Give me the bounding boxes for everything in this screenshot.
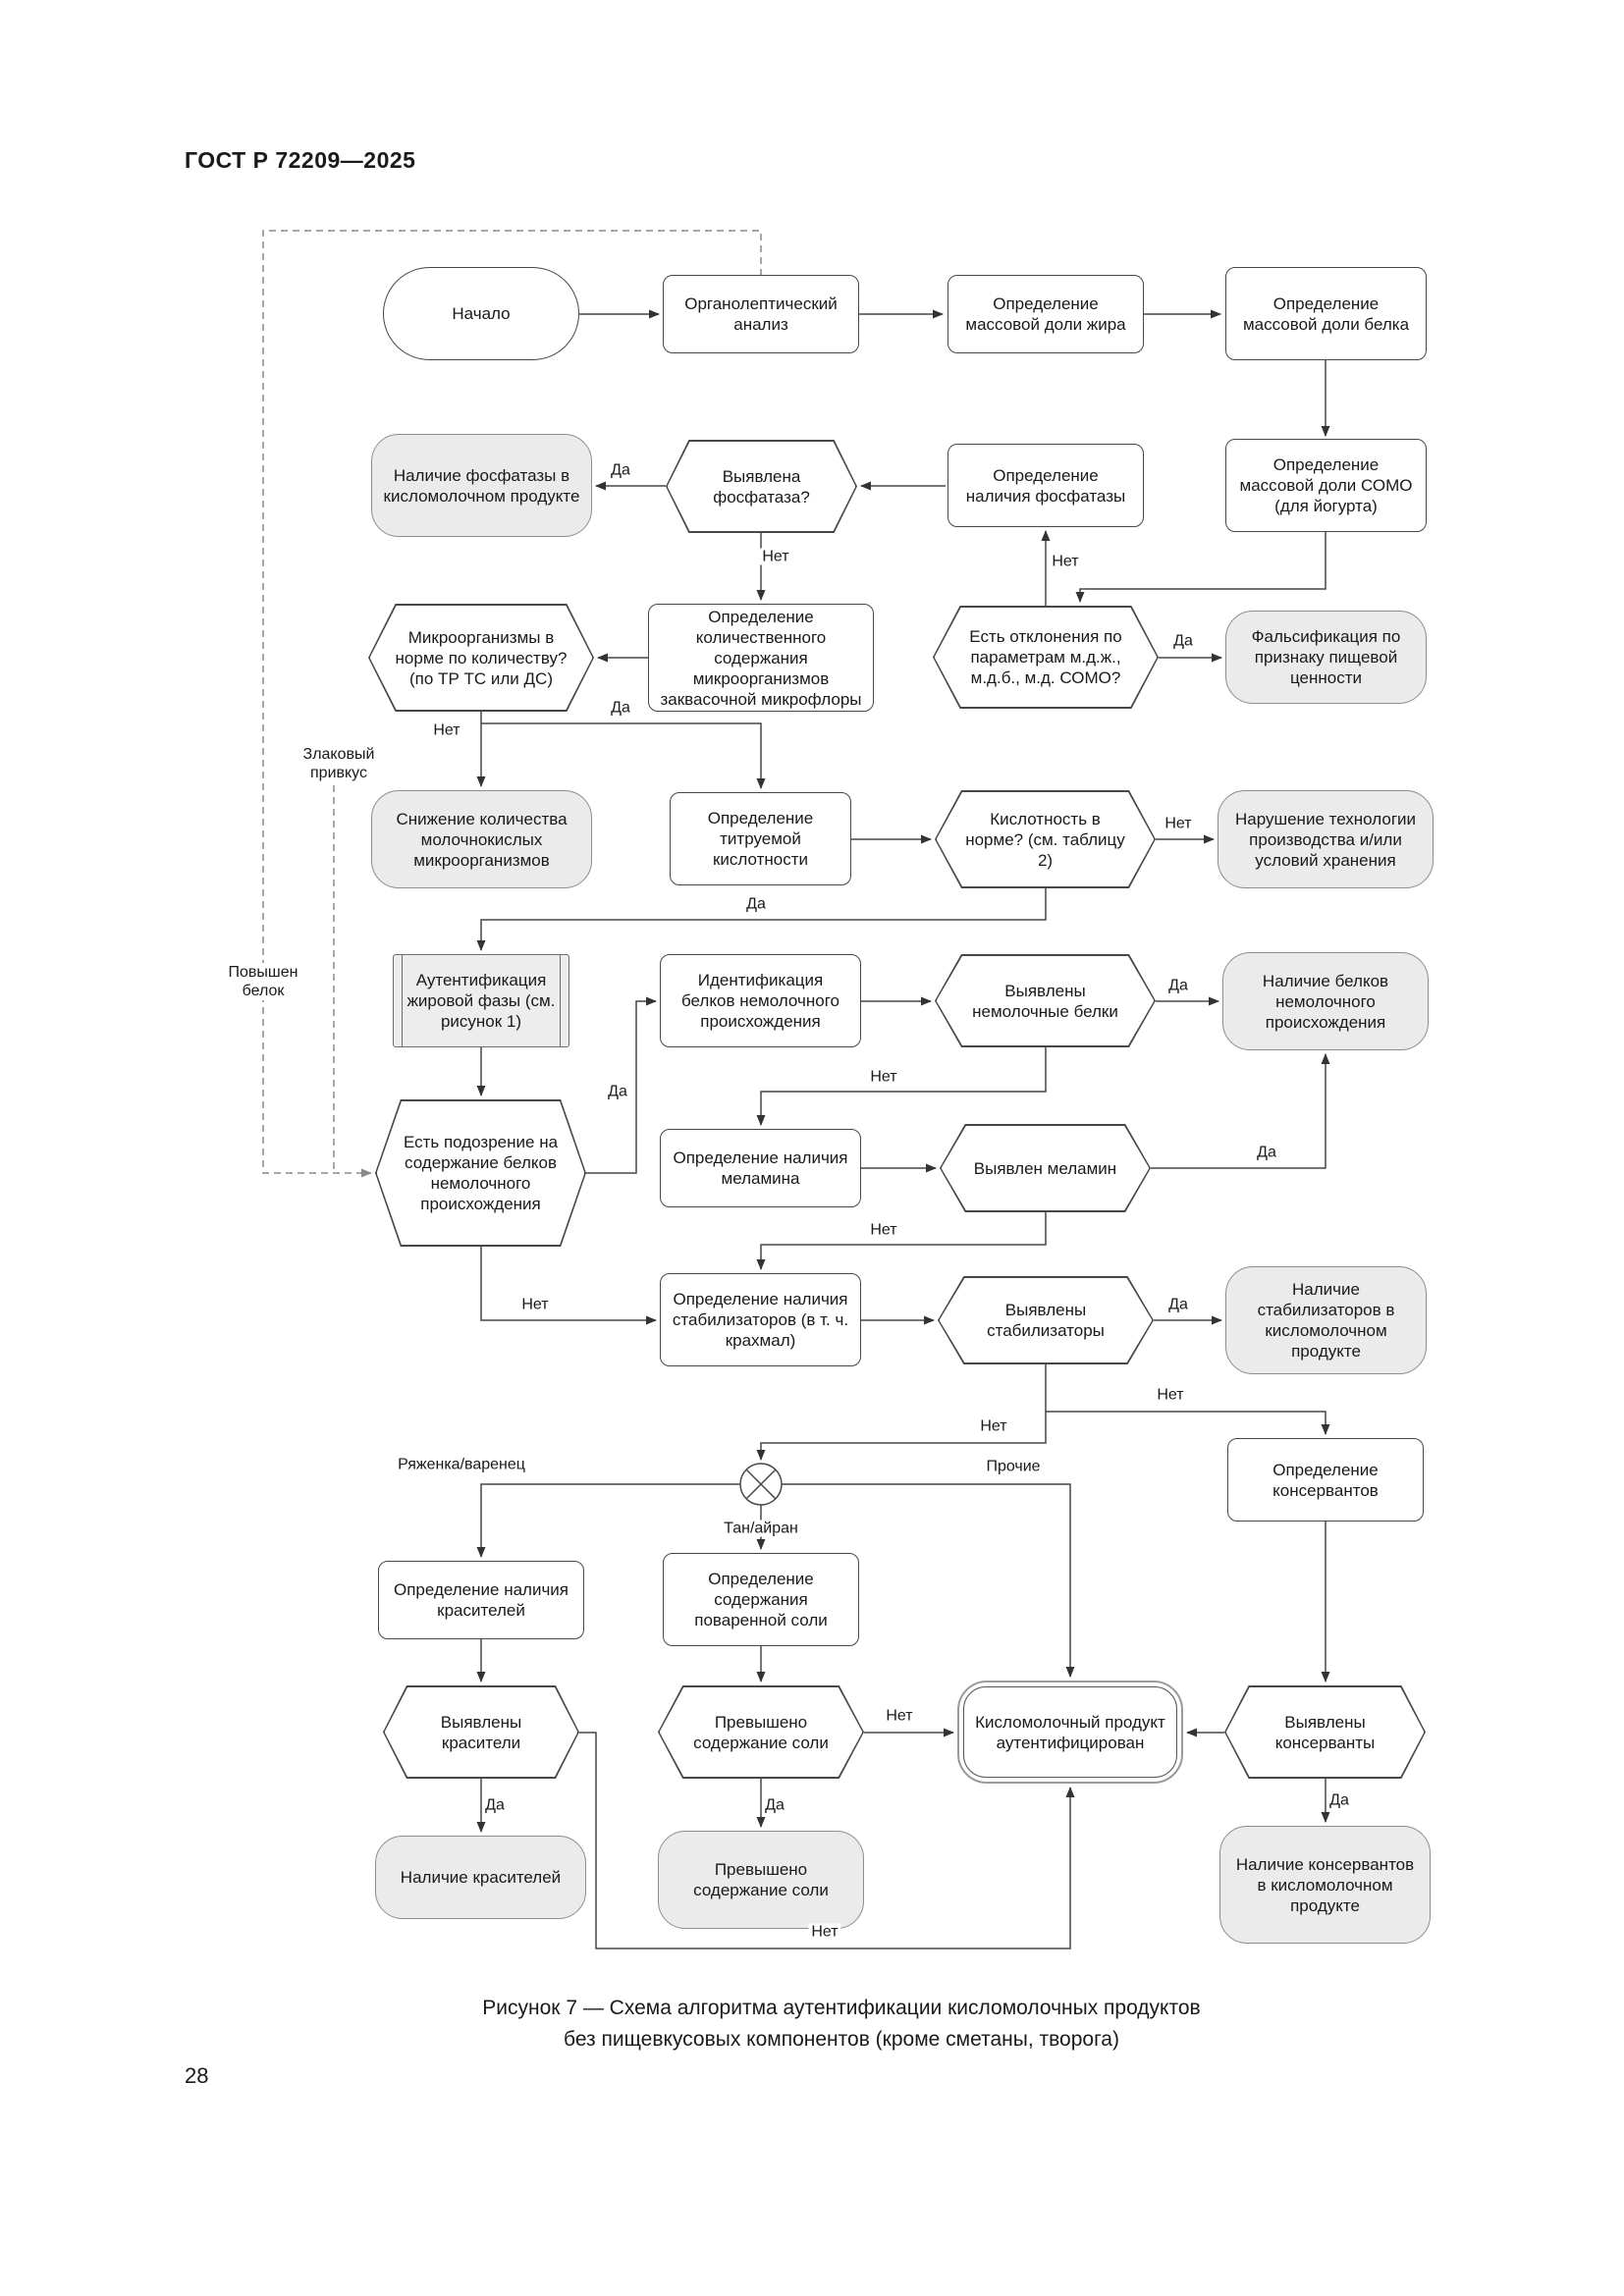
hex-fill — [936, 791, 1155, 887]
node-fat-phase-authentication: Аутентификация жировой фазы (см. рисунок… — [393, 954, 569, 1047]
edge-label-yes: Да — [1170, 632, 1196, 650]
node-fat-mass-determination: Определение массовой доли жира — [947, 275, 1144, 353]
node-preservatives-determination: Определение консервантов — [1227, 1438, 1424, 1522]
edge-label-no: Нет — [518, 1296, 552, 1313]
hex-fill — [941, 1125, 1150, 1211]
edge-label-no: Нет — [430, 721, 463, 739]
node-nutritional-value-falsification-result: Фальсификация по признаку пищевой ценнос… — [1225, 611, 1427, 704]
node-titratable-acidity-determination: Определение титруемой кислотности — [670, 792, 851, 885]
edge-label-yes: Да — [482, 1796, 508, 1814]
edge-suspicion-no-stabilizersdet — [480, 1247, 657, 1325]
node-melamine-detected-decision: Выявлен меламин — [940, 1124, 1151, 1212]
edge-melamine-yes-nonmilkresult — [1151, 1053, 1330, 1169]
edge-label-no: Нет — [1154, 1386, 1187, 1404]
node-nonmilk-proteins-presence-result: Наличие белков немолочного происхождения — [1222, 952, 1429, 1050]
page-number: 28 — [185, 2063, 209, 2088]
node-acidity-in-norm-decision: Кислотность в норме? (см. таблицу 2) — [935, 790, 1156, 888]
edge-melamine-no-stabilizersdet — [756, 1212, 1047, 1270]
node-phosphatase-determination: Определение наличия фосфатазы — [947, 444, 1144, 527]
side-label-grain-taste: Злаковый привкус — [290, 745, 388, 782]
node-salt-exceeded-result: Превышено содержание соли — [658, 1831, 864, 1929]
edge-label-no: Нет — [883, 1707, 916, 1725]
edge-label-no: Нет — [808, 1923, 841, 1941]
node-product-authenticated-terminator: Кисломолочный продукт аутентифицирован — [957, 1681, 1183, 1784]
hex-fill — [667, 441, 856, 532]
branch-label-ryazhenka: Ряженка/варенец — [395, 1456, 528, 1473]
branch-label-other: Прочие — [983, 1458, 1044, 1475]
node-parameter-deviations-decision: Есть отклонения по параметрам м.д.ж., м.… — [933, 606, 1159, 709]
edge-label-yes: Да — [1165, 977, 1191, 994]
edge-label-no: Нет — [759, 548, 792, 565]
edge-micronorm-yes-acidity — [481, 722, 766, 789]
node-somo-mass-determination: Определение массовой доли СОМО (для йогу… — [1225, 439, 1427, 532]
branch-label-tan-ayran: Тан/айран — [721, 1520, 801, 1537]
edge-label-yes: Да — [608, 699, 633, 717]
product-type-junction — [739, 1463, 783, 1506]
node-start: Начало — [383, 267, 579, 360]
node-organoleptic-analysis: Органолептический анализ — [663, 275, 859, 353]
figure-caption: Рисунок 7 — Схема алгоритма аутентификац… — [295, 1993, 1388, 2056]
node-dyes-detected-decision: Выявлены красители — [383, 1685, 579, 1779]
node-nonmilk-proteins-detected-decision: Выявлены немолочные белки — [935, 954, 1156, 1047]
node-stabilizers-detected-decision: Выявлены стабилизаторы — [938, 1276, 1154, 1364]
node-preservatives-presence-result: Наличие консервантов в кисломолочном про… — [1219, 1826, 1431, 1944]
side-label-high-protein: Повышен белок — [218, 963, 308, 1000]
predefined-process-bars — [402, 955, 561, 1046]
node-melamine-determination: Определение наличия меламина — [660, 1129, 861, 1207]
edge-label-yes: Да — [608, 461, 633, 479]
document-header: ГОСТ Р 72209—2025 — [185, 147, 416, 173]
node-stabilizers-presence-result: Наличие стабилизаторов в кисломолочном п… — [1225, 1266, 1427, 1374]
figure-caption-line1: Рисунок 7 — Схема алгоритма аутентификац… — [482, 1997, 1201, 2019]
figure-caption-line2: без пищевкусовых компонентов (кроме смет… — [564, 2028, 1119, 2051]
edge-junction-ryazhenka-dyesdet — [476, 1483, 740, 1558]
hex-fill — [376, 1100, 585, 1246]
node-stabilizers-determination: Определение наличия стабилизаторов (в т.… — [660, 1273, 861, 1366]
edge-nonmilk-no-melaminedet — [756, 1047, 1047, 1126]
node-lactic-microorganisms-decrease-result: Снижение количества молочнокислых микроо… — [371, 790, 592, 888]
node-dyes-presence-result: Наличие красителей — [375, 1836, 586, 1919]
hex-fill — [934, 607, 1158, 708]
node-nonmilk-protein-suspicion-decision: Есть подозрение на содержание белков нем… — [375, 1099, 586, 1247]
node-technology-violation-result: Нарушение технологии производства и/или … — [1218, 790, 1434, 888]
node-salt-exceeded-decision: Превышено содержание соли — [658, 1685, 864, 1779]
terminator-inner-border: Кисломолочный продукт аутентифицирован — [963, 1686, 1177, 1778]
edge-label-no: Нет — [977, 1417, 1010, 1435]
hex-fill — [369, 605, 593, 711]
edge-label-yes: Да — [1165, 1296, 1191, 1313]
hex-fill — [659, 1686, 863, 1778]
edge-label-yes: Да — [762, 1796, 787, 1814]
node-starter-microflora-count-determination: Определение количественного содержания м… — [648, 604, 874, 712]
edge-label-no: Нет — [867, 1068, 900, 1086]
node-salt-content-determination: Определение содержания поваренной соли — [663, 1553, 859, 1646]
edge-label-no: Нет — [867, 1221, 900, 1239]
hex-fill — [939, 1277, 1153, 1363]
edge-label-yes: Да — [743, 895, 769, 913]
hex-fill — [1225, 1686, 1425, 1778]
edge-label-yes: Да — [1254, 1144, 1279, 1161]
node-phosphatase-presence-result: Наличие фосфатазы в кисломолочном продук… — [371, 434, 592, 537]
edge-somo-deviations — [1075, 532, 1326, 603]
node-microorganisms-in-norm-decision: Микроорганизмы в норме по количеству? (п… — [368, 604, 594, 712]
hex-fill — [384, 1686, 578, 1778]
node-nonmilk-protein-identification: Идентификация белков немолочного происхо… — [660, 954, 861, 1047]
node-preservatives-detected-decision: Выявлены консерванты — [1224, 1685, 1426, 1779]
edge-label-no: Нет — [1162, 815, 1195, 832]
edge-label-yes: Да — [605, 1083, 630, 1100]
edge-label-no: Нет — [1049, 553, 1082, 570]
hex-fill — [936, 955, 1155, 1046]
node-phosphatase-detected-decision: Выявлена фосфатаза? — [666, 440, 857, 533]
edge-label-yes: Да — [1326, 1791, 1352, 1809]
node-protein-mass-determination: Определение массовой доли белка — [1225, 267, 1427, 360]
node-dyes-determination: Определение наличия красителей — [378, 1561, 584, 1639]
